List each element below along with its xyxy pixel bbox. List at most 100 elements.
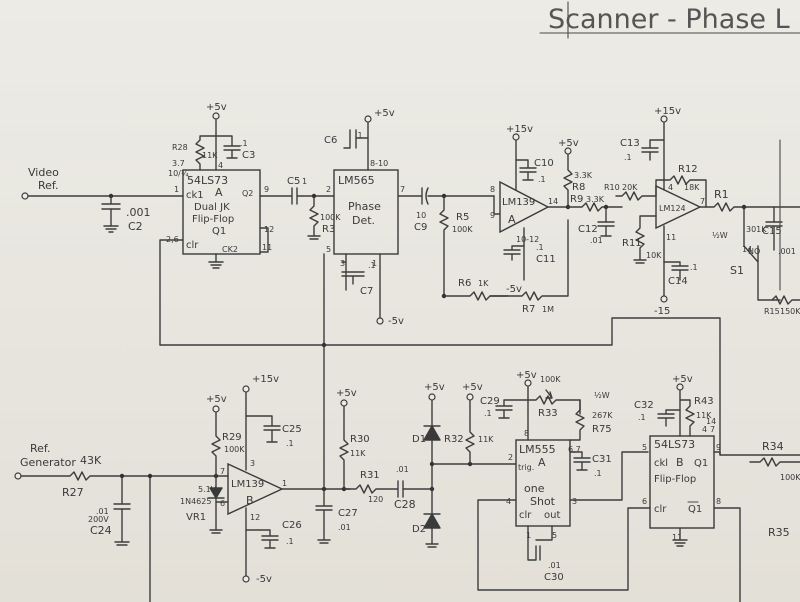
resistor-r28: [195, 135, 217, 171]
capacitor-c30: [527, 525, 553, 561]
d2-label: D2: [412, 524, 426, 535]
r9-label: R9: [570, 194, 583, 205]
r27-val: 43K: [80, 454, 102, 467]
c10-val: .1: [538, 175, 546, 184]
c6-label: C6: [324, 135, 337, 146]
c30-label: C30: [544, 572, 564, 583]
u2-pin1: 1: [372, 259, 377, 268]
capacitor-c25: [245, 415, 281, 443]
u7-part: 54LS73: [654, 438, 695, 451]
ref-gen-label-1: Ref.: [30, 442, 51, 455]
resistor-r31: [343, 480, 433, 498]
c12-val: .01: [590, 236, 603, 245]
u6-one-shot-box: [515, 439, 571, 527]
r9-val: 3.3K: [586, 195, 605, 204]
u6-unit: A: [538, 456, 546, 469]
u3-unit: A: [508, 213, 516, 226]
resistor-r27: [20, 471, 229, 481]
u2-pin2: 2: [326, 185, 331, 194]
video-ref-label-2: Ref.: [38, 179, 59, 192]
r1-label: R1: [714, 188, 729, 201]
u5-part: LM139: [231, 479, 264, 490]
r32-label: R32: [444, 434, 464, 445]
u7-pin14: 14: [706, 417, 716, 426]
video-ref-terminal: [21, 192, 29, 200]
resistor-r5: [439, 195, 449, 297]
r3-val: 100K: [320, 213, 341, 222]
u6-supply: +5v: [516, 370, 537, 381]
u6-pin3: 3: [572, 497, 577, 506]
r33-label: R33: [538, 408, 558, 419]
r10-val: 20K: [622, 183, 638, 192]
c3-val: .1: [240, 139, 248, 148]
capacitor-c24: [113, 475, 131, 546]
r32-supply: +5v: [462, 382, 483, 393]
resistor-r34: [749, 457, 800, 467]
r6-val: 1K: [478, 279, 489, 288]
u2-name-2: Det.: [352, 214, 375, 227]
r11-val: 10K: [646, 251, 662, 260]
u7-pin4: 4: [702, 425, 707, 434]
c25-label: C25: [282, 424, 302, 435]
u6-clr: clr: [519, 510, 532, 521]
u7-b: B: [676, 456, 684, 469]
r11-label: R11: [622, 238, 642, 249]
u1-ck2: CK2: [222, 245, 238, 254]
u2-pin7: 7: [400, 185, 405, 194]
u1-id: Q1: [212, 226, 226, 237]
resistor-r9: [567, 202, 623, 212]
u6-pin8: 8: [524, 429, 529, 438]
resistor-r43: [679, 399, 695, 437]
u7-pin7: 7: [710, 425, 715, 434]
u4-pin11: 11: [666, 233, 676, 242]
c10-label: C10: [534, 158, 554, 169]
u7-q1: Q1: [694, 458, 708, 469]
u4-supply: +15v: [654, 106, 681, 117]
c26-val: .1: [286, 537, 294, 546]
r5-label: R5: [456, 212, 469, 223]
u1-ck1: ck1: [186, 190, 204, 201]
resistor-r35: [569, 399, 585, 441]
c12-label: C12: [578, 224, 598, 235]
resistor-r7: [489, 219, 569, 301]
capacitor-c10: [515, 159, 537, 181]
u1-pin1: 1: [174, 185, 179, 194]
c6-val: .1: [355, 131, 363, 140]
r28-11k: 11K: [202, 151, 218, 160]
capacitor-c31: [569, 451, 591, 471]
resistor-r1: [699, 202, 800, 212]
r7-val: 1M: [542, 305, 554, 314]
c2-value: .001: [126, 206, 151, 219]
resistor-r3: [307, 195, 321, 240]
capacitor-c7: [341, 253, 365, 291]
capacitor-c12: [597, 206, 615, 237]
video-ref-label-1: Video: [28, 166, 59, 179]
r8-label: R8: [572, 182, 585, 193]
c7-val: .1: [368, 261, 376, 270]
resistor-r6: [443, 291, 509, 301]
c32-label: C32: [634, 400, 654, 411]
u5-supply: +15v: [252, 374, 279, 385]
c24-label: C24: [90, 524, 112, 537]
u7-ckl: ckl: [654, 458, 668, 469]
u7-name: Flip-Flop: [654, 474, 696, 485]
u7-pin9: 9: [716, 443, 721, 452]
r29-label: R29: [222, 432, 242, 443]
resistor-r15: [771, 295, 800, 305]
resistor-r33: [527, 395, 581, 415]
r33-val: 100K: [540, 375, 561, 384]
u3-supply: +15v: [506, 124, 533, 135]
u7-clr: clr: [654, 504, 667, 515]
c29-label: C29: [480, 396, 500, 407]
c27-label: C27: [338, 508, 358, 519]
r35b-label: R35: [768, 526, 790, 539]
vr1-part: 1N4625: [180, 497, 211, 506]
c5-label: C5: [287, 176, 300, 187]
u7-pin8: 8: [716, 497, 721, 506]
resistor-r12: [655, 175, 707, 208]
capacitor-c29: [495, 399, 529, 419]
r28-w: 10/¼: [168, 169, 189, 178]
resistor-r29: [211, 411, 221, 477]
r34-val: 100K: [780, 473, 800, 482]
